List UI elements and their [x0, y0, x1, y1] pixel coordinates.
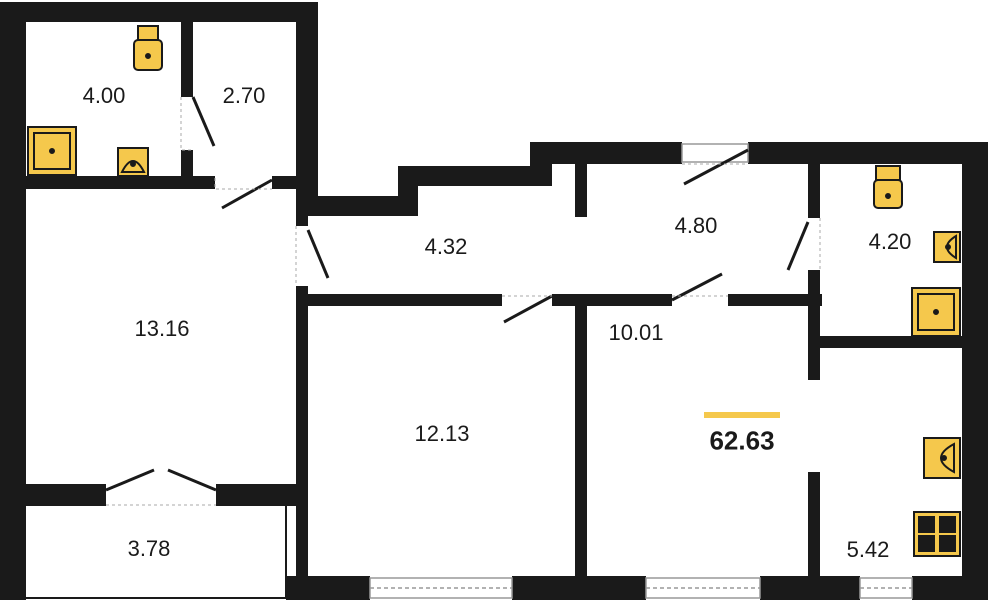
room-area-toilet: 2.70 [222, 83, 266, 108]
sink-icon [933, 231, 961, 263]
room-area-kitchen: 5.42 [846, 537, 890, 562]
sink-icon [117, 147, 149, 177]
room-area-bedroom-middle: 12.13 [414, 421, 470, 446]
room-area-balcony: 3.78 [127, 536, 171, 561]
room-area-living-room: 10.01 [608, 320, 664, 345]
total-area-accent-bar [704, 412, 780, 418]
shower-icon [911, 287, 961, 337]
shower-icon [27, 126, 77, 176]
room-area-corridor-left: 4.32 [424, 234, 468, 259]
sink-icon [923, 437, 961, 479]
room-area-bedroom-left: 13.16 [134, 316, 190, 341]
door-swings [106, 97, 821, 506]
toilet-icon [873, 165, 903, 209]
room-area-bathroom-right: 4.20 [868, 229, 912, 254]
room-area-corridor-right: 4.80 [674, 213, 718, 238]
toilet-icon [133, 25, 163, 71]
windows [369, 143, 913, 599]
room-area-bathroom: 4.00 [82, 83, 126, 108]
fixtures [27, 25, 961, 557]
balcony-outline [11, 506, 287, 599]
stove-icon [913, 511, 961, 557]
total-area: 62.63 [709, 425, 775, 456]
